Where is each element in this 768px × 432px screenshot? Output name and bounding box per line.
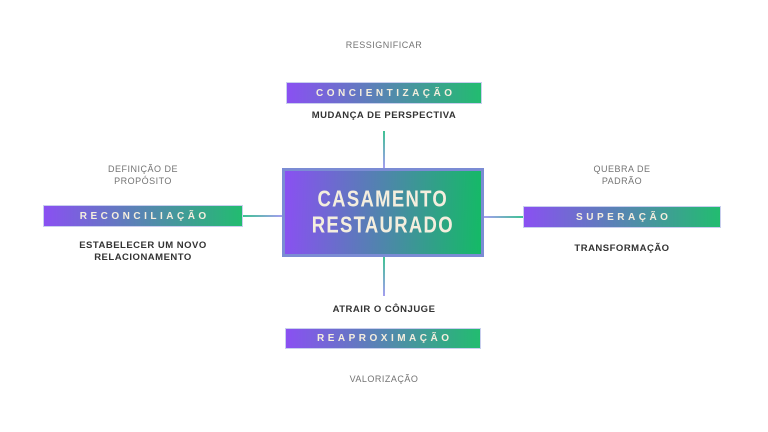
node-left-bar: RECONCILIAÇÃO <box>43 205 243 227</box>
connector-left-line <box>243 215 282 217</box>
node-bottom-bar: REAPROXIMAÇÃO <box>285 328 481 349</box>
central-node-title: CASAMENTO RESTAURADO <box>312 187 454 239</box>
node-right-bar: SUPERAÇÃO <box>523 206 721 228</box>
central-title-line-1: CASAMENTO <box>317 186 449 212</box>
node-right-bar-label: SUPERAÇÃO <box>576 211 672 223</box>
connector-bottom-line <box>383 257 385 296</box>
label-top-outer: RESSIGNIFICAR <box>345 40 423 50</box>
node-central: CASAMENTO RESTAURADO <box>282 168 484 257</box>
label-left-outer: DEFINIÇÃO DE PROPÓSITO <box>107 164 178 186</box>
label-left-inner: ESTABELECER UM NOVO RELACIONAMENTO <box>79 240 207 263</box>
node-top-bar: CONCIENTIZAÇÃO <box>286 82 482 104</box>
label-bottom-inner: ATRAIR O CÔNJUGE <box>332 304 436 315</box>
connector-right-line <box>484 216 523 218</box>
node-top-bar-label: CONCIENTIZAÇÃO <box>315 87 456 99</box>
label-right-inner: TRANSFORMAÇÃO <box>574 243 670 254</box>
label-right-outer: QUEBRA DE PADRÃO <box>593 164 651 186</box>
connector-top-line <box>383 131 385 168</box>
central-title-line-2: RESTAURADO <box>311 212 455 238</box>
node-bottom-bar-label: REAPROXIMAÇÃO <box>316 333 453 344</box>
label-top-inner: MUDANÇA DE PERSPECTIVA <box>311 110 457 121</box>
node-left-bar-label: RECONCILIAÇÃO <box>79 210 210 222</box>
label-bottom-outer: VALORIZAÇÃO <box>349 374 419 384</box>
